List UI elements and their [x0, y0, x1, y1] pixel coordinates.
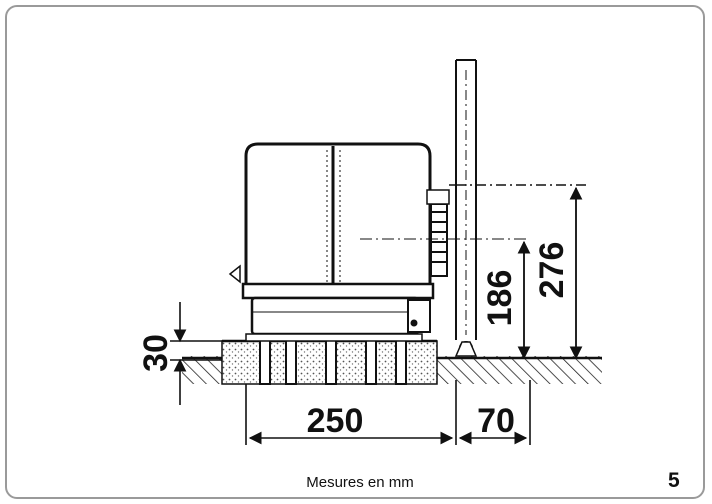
dimension-70-label: 70 — [477, 402, 515, 440]
dimension-276 — [456, 184, 590, 360]
gate-post — [454, 59, 478, 357]
dimension-186-label: 186 — [481, 270, 519, 327]
dimension-30 — [170, 302, 246, 405]
caption: Mesures en mm — [306, 474, 414, 491]
dimension-250-label: 250 — [307, 402, 364, 440]
dimension-30-label: 30 — [137, 334, 175, 372]
dimension-250-70 — [245, 380, 531, 445]
dimension-276-label: 276 — [533, 242, 571, 299]
figure-number: 5 — [668, 469, 680, 492]
pinion-gear — [426, 184, 456, 277]
motor-unit — [228, 142, 435, 342]
